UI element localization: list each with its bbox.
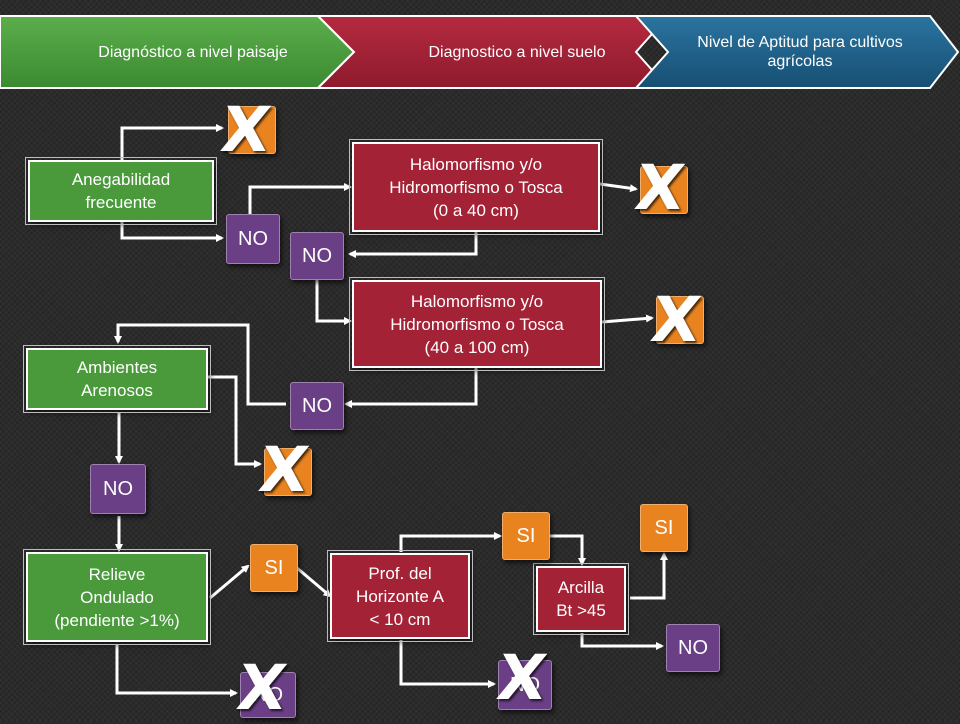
connector-si1-to-prof <box>296 566 332 598</box>
node-prof-horizonte-a: Prof. del Horizonte A < 10 cm <box>327 550 473 642</box>
node-ambientes-arenosos-label: Ambientes Arenosos <box>76 358 158 400</box>
reject-badge-ambientes <box>264 448 312 496</box>
banner-step2-label: Diagnostico a nivel suelo <box>428 43 606 61</box>
node-arcilla-bt: Arcilla Bt >45 <box>533 563 629 635</box>
badge-no-arcilla: NO <box>666 624 720 672</box>
connector-halo2-to-no3 <box>344 368 478 408</box>
badge-si-prof: SI <box>502 512 550 560</box>
reject-badge-halomorfismo-40-100 <box>656 296 704 344</box>
connector-prof-to-si2 <box>399 532 502 552</box>
banner-chevrons <box>0 15 960 89</box>
connector-halo2-to-x3 <box>601 314 654 324</box>
node-halomorfismo-0-40-label: Halomorfismo y/o Hidromorfismo o Tosca (… <box>389 154 563 220</box>
connector-anegabilidad-to-no1 <box>120 222 224 242</box>
node-anegabilidad: Anegabilidad frecuente <box>25 157 217 225</box>
connector-no3-to-ambientes <box>114 323 286 406</box>
connector-no1-to-halo1 <box>248 183 352 216</box>
badge-no-halomorfismo-0-40: NO <box>290 232 344 280</box>
node-halomorfismo-40-100-label: Halomorfismo y/o Hidromorfismo o Tosca (… <box>390 291 564 357</box>
connector-ambientes-to-x4 <box>208 375 262 468</box>
reject-x-halomorfismo-0-40: X <box>630 151 690 224</box>
connector-halo1-to-x2 <box>599 182 638 193</box>
connector-prof-to-no6 <box>399 640 496 688</box>
node-prof-horizonte-a-label: Prof. del Horizonte A < 10 cm <box>356 563 444 629</box>
reject-badge-anegabilidad <box>228 106 276 154</box>
connector-halo1-to-no2 <box>348 232 478 258</box>
badge-no-ambientes: NO <box>90 464 146 514</box>
connector-arcilla-to-no5 <box>580 633 664 650</box>
connector-relieve-to-no7 <box>115 644 238 697</box>
badge-si-relieve: SI <box>250 544 298 592</box>
reject-x-ambientes: X <box>254 433 314 506</box>
badge-si-arcilla: SI <box>640 504 688 552</box>
connector-anegabilidad-to-x1 <box>120 124 224 160</box>
node-halomorfismo-40-100: Halomorfismo y/o Hidromorfismo o Tosca (… <box>349 277 605 371</box>
node-arcilla-bt-label: Arcilla Bt >45 <box>556 578 606 620</box>
connector-si2-to-arcilla <box>550 534 586 566</box>
reject-badge-halomorfismo-0-40 <box>640 166 688 214</box>
connector-arcilla-to-si3 <box>630 552 668 600</box>
badge-no-prof: NO <box>498 660 552 710</box>
reject-x-anegabilidad: X <box>216 93 276 166</box>
reject-x-prof-no: X <box>492 641 552 714</box>
connector-no2-to-halo2 <box>315 280 352 325</box>
banner-step3-label: Nivel de Aptitud para cultivos agrícolas <box>697 34 903 70</box>
node-anegabilidad-label: Anegabilidad frecuente <box>71 170 171 212</box>
node-ambientes-arenosos: Ambientes Arenosos <box>23 345 211 413</box>
reject-x-halomorfismo-40-100: X <box>646 283 706 356</box>
badge-no-anegabilidad: NO <box>226 214 280 264</box>
banner-step3-shape <box>633 15 960 89</box>
banner-step1-label: Diagnóstico a nivel paisaje <box>98 43 288 61</box>
node-halomorfismo-0-40: Halomorfismo y/o Hidromorfismo o Tosca (… <box>349 139 603 235</box>
badge-no-halomorfismo-40-100: NO <box>290 382 344 430</box>
node-relieve-ondulado: Relieve Ondulado (pendiente >1%) <box>23 549 211 645</box>
node-relieve-ondulado-label: Relieve Ondulado (pendiente >1%) <box>54 564 180 630</box>
badge-no-relieve: NO <box>240 672 296 718</box>
connector-relieve-to-si1 <box>209 564 250 600</box>
reject-x-relieve-no: X <box>232 651 292 724</box>
